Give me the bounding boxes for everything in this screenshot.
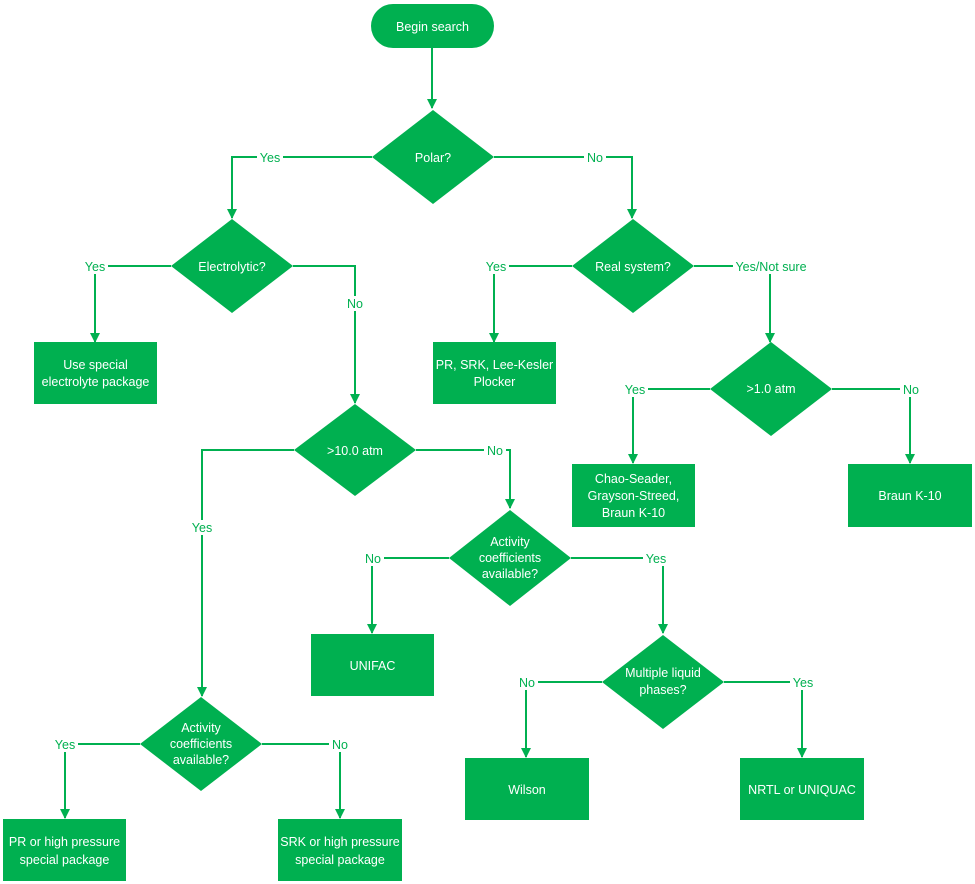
- node-braun-k10: Braun K-10: [848, 464, 972, 527]
- edge-real-yesnotsure: [694, 265, 775, 343]
- node-atm1-decision: >1.0 atm: [710, 342, 832, 436]
- node-wilson-label: Wilson: [508, 783, 546, 797]
- node-chao-line3: Braun K-10: [602, 506, 665, 520]
- edge-label-act1-yes: Yes: [646, 552, 666, 566]
- edge-label-act2-yes: Yes: [55, 738, 75, 752]
- edge-act2-yes: [60, 743, 140, 819]
- node-electrolytic-decision: Electrolytic?: [171, 219, 293, 313]
- edge-electrolytic-yes: [90, 265, 171, 343]
- node-chao-line1: Chao-Seader,: [595, 472, 672, 486]
- node-srk-high-line2: special package: [295, 853, 385, 867]
- node-srk-high-line1: SRK or high pressure: [280, 835, 400, 849]
- node-activity-coefficients-decision-2: Activity coefficients available?: [140, 697, 262, 791]
- node-pr-high-line2: special package: [20, 853, 110, 867]
- edge-real-yes: [489, 265, 572, 343]
- node-pr-high-pressure: PR or high pressure special package: [3, 819, 126, 881]
- node-polar-label: Polar?: [415, 151, 451, 165]
- edge-label-multiple-no: No: [519, 676, 535, 690]
- edge-labels: Yes No Yes No Yes Yes/Not sure Yes No Ye…: [52, 150, 922, 752]
- edge-atm10-yes: [197, 449, 294, 697]
- node-pr-srk-line2: Plocker: [474, 375, 516, 389]
- node-use-special-line2: electrolyte package: [42, 375, 150, 389]
- edge-label-act1-no: No: [365, 552, 381, 566]
- edge-label-real-yes: Yes: [486, 260, 506, 274]
- edge-act1-yes: [571, 557, 668, 634]
- node-act1-line1: Activity: [490, 535, 530, 549]
- node-nrtl-uniquac: NRTL or UNIQUAC: [740, 758, 864, 820]
- node-act1-line3: available?: [482, 567, 538, 581]
- node-real-system-label: Real system?: [595, 260, 671, 274]
- edge-multiple-no: [521, 681, 602, 758]
- node-pr-srk-lee-kesler: PR, SRK, Lee-Kesler Plocker: [433, 342, 556, 404]
- node-pr-srk-line1: PR, SRK, Lee-Kesler: [436, 358, 553, 372]
- edge-label-electrolytic-no: No: [347, 297, 363, 311]
- node-begin-search: Begin search: [371, 4, 494, 48]
- node-nrtl-label: NRTL or UNIQUAC: [748, 783, 856, 797]
- node-activity-coefficients-decision-1: Activity coefficients available?: [449, 510, 571, 606]
- edge-label-multiple-yes: Yes: [793, 676, 813, 690]
- edge-atm1-no: [832, 388, 915, 464]
- node-act1-line2: coefficients: [479, 551, 541, 565]
- edge-polar-yes: [227, 156, 372, 219]
- edge-label-electrolytic-yes: Yes: [85, 260, 105, 274]
- node-real-system-decision: Real system?: [572, 219, 694, 313]
- node-begin-search-label: Begin search: [396, 20, 469, 34]
- edge-label-atm10-yes: Yes: [192, 521, 212, 535]
- edge-polar-no: [494, 156, 637, 219]
- node-multiple-line1: Multiple liquid: [625, 666, 701, 680]
- node-multiple-liquid-phases-decision: Multiple liquid phases?: [602, 635, 724, 729]
- node-act2-line2: coefficients: [170, 737, 232, 751]
- edge-multiple-yes: [724, 681, 807, 758]
- edge-label-polar-yes: Yes: [260, 151, 280, 165]
- node-atm1-label: >1.0 atm: [747, 382, 796, 396]
- edge-label-real-yesnotsure: Yes/Not sure: [735, 260, 806, 274]
- node-wilson: Wilson: [465, 758, 589, 820]
- node-electrolytic-label: Electrolytic?: [198, 260, 265, 274]
- node-act2-line3: available?: [173, 753, 229, 767]
- node-use-special-line1: Use special: [63, 358, 128, 372]
- node-use-special-electrolyte: Use special electrolyte package: [34, 342, 157, 404]
- edge-electrolytic-no: [293, 265, 360, 404]
- node-atm10-label: >10.0 atm: [327, 444, 383, 458]
- node-chao-seader: Chao-Seader, Grayson-Streed, Braun K-10: [572, 464, 695, 527]
- node-braun-label: Braun K-10: [878, 489, 941, 503]
- edge-label-atm10-no: No: [487, 444, 503, 458]
- edge-label-atm1-yes: Yes: [625, 383, 645, 397]
- node-act2-line1: Activity: [181, 721, 221, 735]
- node-polar-decision: Polar?: [372, 110, 494, 204]
- edge-act2-no: [262, 743, 345, 819]
- edge-label-atm1-no: No: [903, 383, 919, 397]
- edge-label-act2-no: No: [332, 738, 348, 752]
- node-chao-line2: Grayson-Streed,: [588, 489, 680, 503]
- edge-label-polar-no: No: [587, 151, 603, 165]
- node-unifac: UNIFAC: [311, 634, 434, 696]
- node-multiple-line2: phases?: [639, 683, 686, 697]
- node-atm10-decision: >10.0 atm: [294, 404, 416, 496]
- edge-atm1-yes: [628, 388, 710, 464]
- node-pr-high-line1: PR or high pressure: [9, 835, 120, 849]
- edge-atm10-no: [416, 449, 515, 509]
- node-srk-high-pressure: SRK or high pressure special package: [278, 819, 402, 881]
- nodes: Begin search Polar? Electrolytic? Real s…: [3, 4, 972, 881]
- node-unifac-label: UNIFAC: [350, 659, 396, 673]
- edge-act1-no: [367, 557, 449, 634]
- connectors: [60, 47, 915, 819]
